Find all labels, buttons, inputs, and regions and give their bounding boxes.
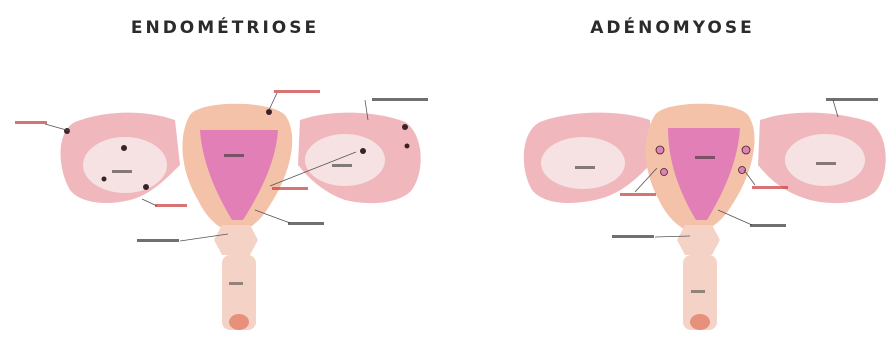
cervix bbox=[214, 225, 258, 255]
right-ovary bbox=[305, 134, 385, 186]
label-mark bbox=[332, 164, 352, 167]
label-mark bbox=[137, 239, 179, 242]
label-mark bbox=[288, 222, 324, 225]
endometriosis-diagram bbox=[0, 0, 450, 345]
leader-line bbox=[142, 199, 157, 206]
label-mark bbox=[816, 162, 836, 165]
lesion-dot bbox=[405, 144, 410, 149]
label-mark bbox=[112, 170, 132, 173]
lesion-dot bbox=[402, 124, 408, 130]
label-mark bbox=[826, 98, 878, 101]
right-ovary bbox=[785, 134, 865, 186]
label-mark bbox=[272, 187, 308, 190]
left-ovary bbox=[541, 137, 625, 189]
label-mark bbox=[575, 166, 595, 169]
label-mark bbox=[229, 282, 243, 285]
adenomyosis-inclusion bbox=[742, 146, 750, 154]
label-mark bbox=[750, 224, 786, 227]
adenomyosis-inclusion bbox=[661, 169, 668, 176]
label-mark bbox=[695, 156, 715, 159]
lesion-dot bbox=[143, 184, 149, 190]
vaginal-opening bbox=[690, 314, 710, 330]
lesion-dot bbox=[102, 177, 107, 182]
leader-line bbox=[45, 124, 70, 131]
label-mark bbox=[752, 186, 788, 189]
adenomyosis-diagram bbox=[450, 0, 895, 345]
label-mark bbox=[155, 204, 187, 207]
label-mark bbox=[15, 121, 47, 124]
label-mark bbox=[691, 290, 705, 293]
label-mark bbox=[612, 235, 654, 238]
endometriosis-panel: ENDOMÉTRIOSE bbox=[0, 0, 450, 345]
adenomyosis-inclusion bbox=[656, 146, 664, 154]
cervix bbox=[677, 225, 720, 255]
label-mark bbox=[274, 90, 320, 93]
label-mark bbox=[620, 193, 656, 196]
lesion-dot bbox=[121, 145, 127, 151]
label-mark bbox=[372, 98, 428, 101]
leader-line bbox=[269, 93, 277, 110]
adenomyosis-panel: ADÉNOMYOSE bbox=[450, 0, 895, 345]
leader-line bbox=[718, 210, 752, 225]
lesion-dot bbox=[360, 148, 366, 154]
vaginal-opening bbox=[229, 314, 249, 330]
label-mark bbox=[224, 154, 244, 157]
